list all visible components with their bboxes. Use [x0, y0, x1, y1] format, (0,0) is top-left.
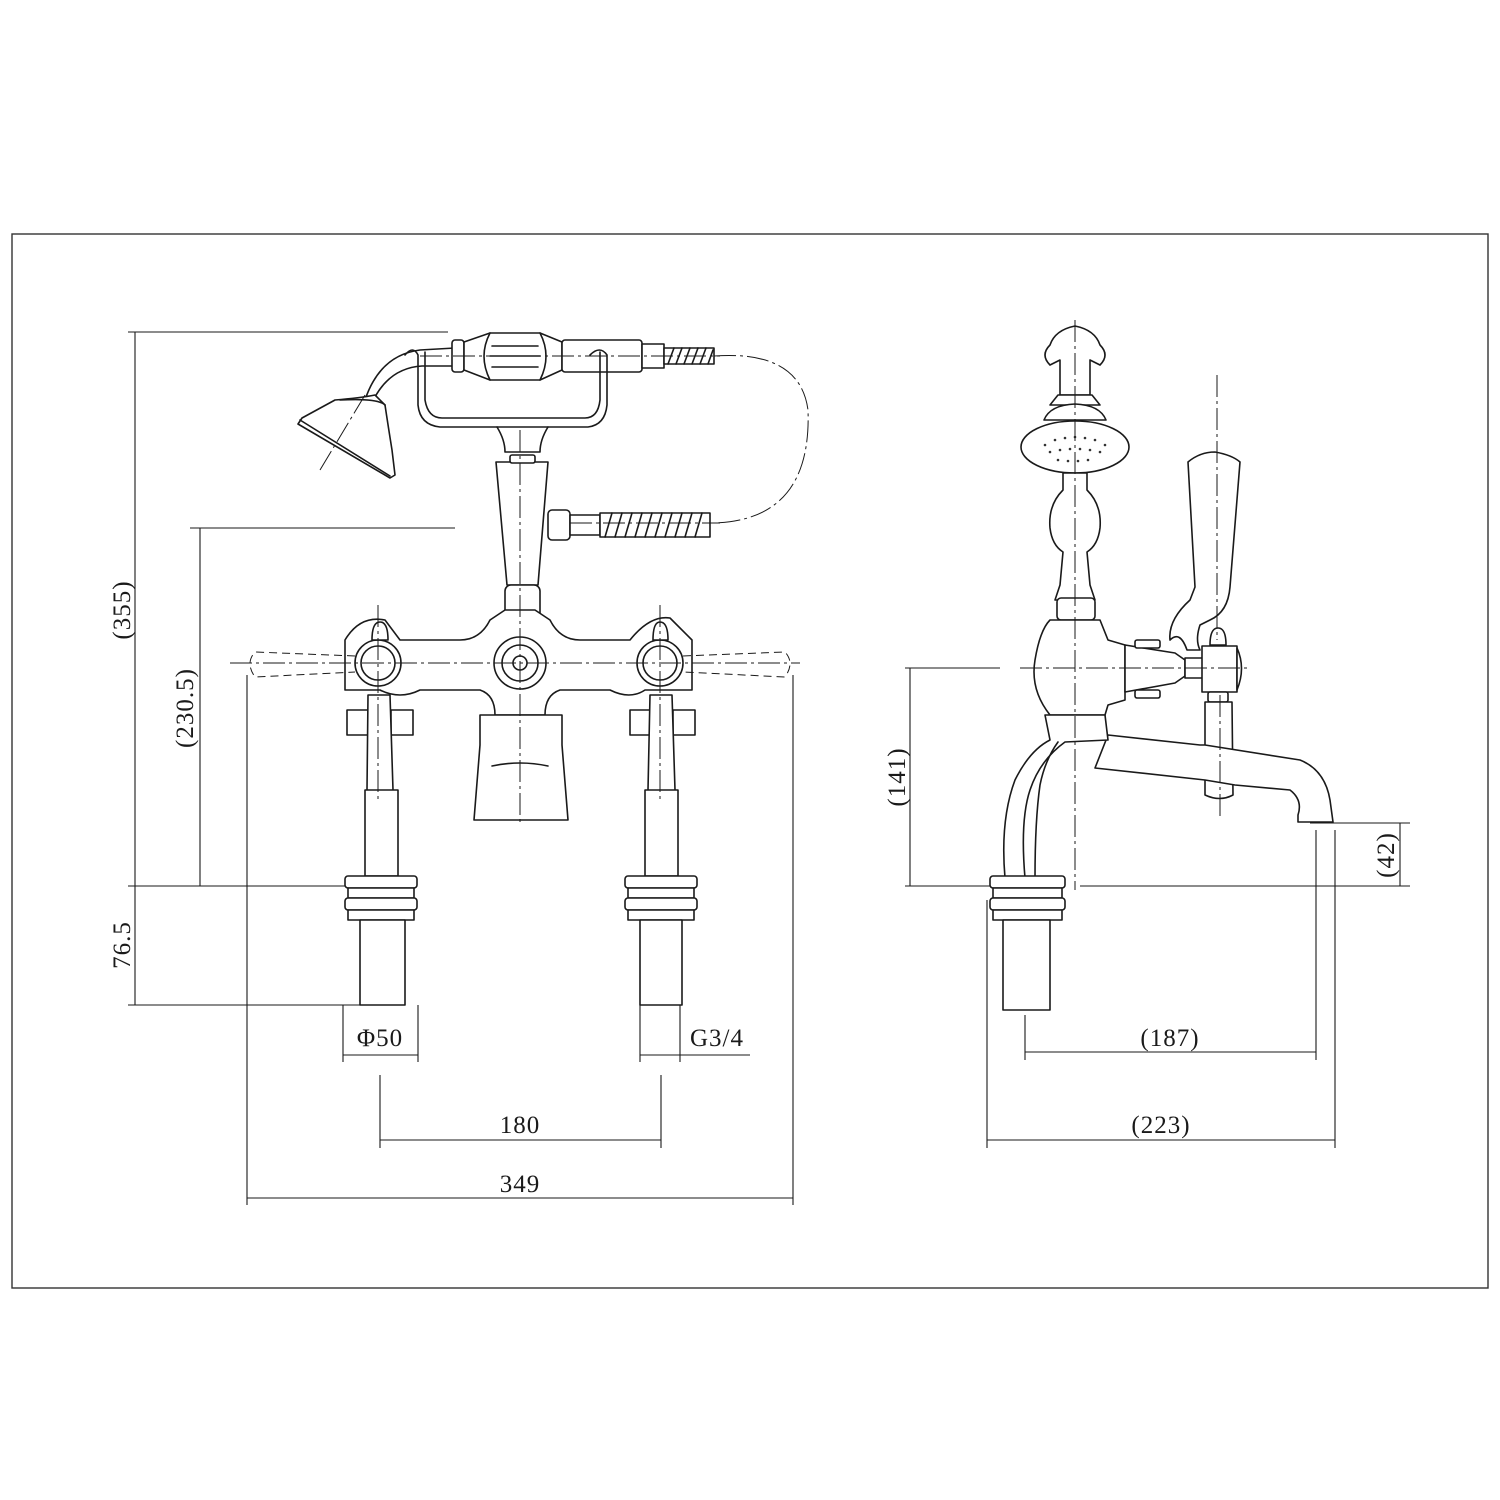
dim-centres: 180	[500, 1112, 541, 1139]
dim-tail-length: 76.5	[109, 921, 136, 969]
drawing-frame	[11, 233, 1489, 1289]
dim-spout-reach: (187)	[1140, 1025, 1199, 1052]
dim-overall-height: (355)	[109, 580, 136, 639]
side-dimensions: (141) (42) (187) (223)	[884, 667, 1410, 1148]
dim-thread: G3/4	[690, 1025, 744, 1052]
front-dimensions: (355) (230.5) 76.5 Φ50 G3/4 180 349	[109, 331, 794, 1205]
front-view: (355) (230.5) 76.5 Φ50 G3/4 180 349	[109, 331, 809, 1205]
dim-overall-width: 349	[500, 1171, 541, 1198]
dim-spout-outlet-height: (42)	[1373, 832, 1400, 878]
dim-overall-depth: (223)	[1131, 1112, 1190, 1139]
dim-spout-height: (141)	[884, 747, 911, 806]
dim-body-height: (230.5)	[172, 668, 199, 748]
shower-holes	[1043, 435, 1107, 463]
standpipe	[495, 454, 711, 631]
dim-base-diameter: Φ50	[357, 1025, 403, 1052]
legs	[344, 789, 698, 1006]
hand-shower	[297, 332, 809, 524]
side-view: (141) (42) (187) (223)	[884, 320, 1410, 1148]
